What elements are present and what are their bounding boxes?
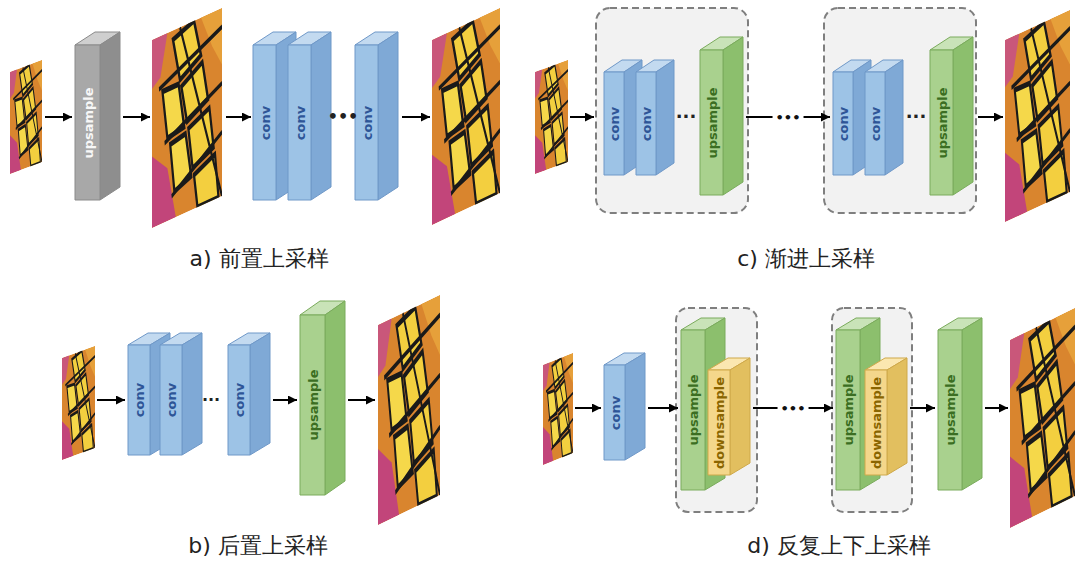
block-label: conv bbox=[133, 383, 146, 417]
ellipsis-mark: ··· bbox=[906, 107, 927, 127]
output-image bbox=[432, 8, 500, 225]
block-label: downsample bbox=[870, 376, 883, 468]
input-image bbox=[62, 346, 95, 460]
conv-block: conv bbox=[865, 60, 903, 175]
arrow-connector bbox=[910, 407, 935, 409]
block-label: conv bbox=[837, 106, 850, 140]
group-frame bbox=[596, 8, 748, 213]
conv-block: conv bbox=[355, 32, 398, 200]
downsample-block: downsample bbox=[708, 358, 750, 475]
group-frame bbox=[832, 308, 912, 512]
block-label: conv bbox=[165, 383, 178, 417]
input-image bbox=[10, 60, 42, 174]
edge-label: ••• bbox=[778, 401, 809, 416]
input-image bbox=[535, 60, 568, 174]
upsample-block: upsample bbox=[930, 37, 973, 195]
block-label: upsample bbox=[842, 374, 855, 445]
output-image bbox=[378, 295, 440, 525]
downsample-block: downsample bbox=[865, 358, 907, 475]
group-frame bbox=[676, 308, 757, 512]
block-label: conv bbox=[258, 105, 271, 139]
arrow-connector bbox=[273, 399, 297, 401]
conv-block: conv bbox=[604, 353, 645, 460]
output-image bbox=[1010, 308, 1075, 528]
ellipsis-mark: ··· bbox=[202, 391, 220, 409]
conv-block: conv bbox=[228, 333, 270, 455]
caption-text: d) 反复上下上采样 bbox=[747, 534, 931, 558]
ellipsis-mark: ··· bbox=[676, 107, 697, 127]
ellipsis-mark: ••• bbox=[328, 108, 359, 126]
arrow-connector bbox=[648, 407, 678, 409]
upsampled-image bbox=[152, 8, 222, 228]
conv-block: conv bbox=[288, 32, 331, 200]
caption-text: c) 渐进上采样 bbox=[737, 247, 875, 271]
block-label: conv bbox=[360, 105, 373, 139]
upsample-block: upsample bbox=[700, 37, 743, 195]
output-image bbox=[1005, 10, 1070, 222]
upsample-block: upsample bbox=[75, 32, 120, 200]
block-label: conv bbox=[293, 105, 306, 139]
block-label: conv bbox=[640, 106, 653, 140]
conv-block: conv bbox=[160, 333, 202, 455]
block-label: upsample bbox=[705, 87, 718, 158]
upsample-block: upsample bbox=[300, 301, 345, 495]
block-label: conv bbox=[233, 383, 246, 417]
block-label: downsample bbox=[713, 376, 726, 468]
block-label: upsample bbox=[944, 374, 957, 445]
block-label: upsample bbox=[935, 87, 948, 158]
edge-label: ••• bbox=[773, 110, 804, 125]
block-label: conv bbox=[608, 395, 621, 429]
block-label: upsample bbox=[687, 374, 700, 445]
block-label: upsample bbox=[306, 369, 319, 440]
conv-block: conv bbox=[636, 60, 674, 175]
block-label: conv bbox=[608, 106, 621, 140]
block-label: conv bbox=[869, 106, 882, 140]
block-label: upsample bbox=[81, 87, 94, 158]
caption-text: a) 前置上采样 bbox=[189, 247, 328, 271]
upsample-block: upsample bbox=[938, 318, 982, 490]
caption-text: b) 后置上采样 bbox=[188, 534, 328, 558]
group-frame bbox=[824, 8, 976, 213]
input-image bbox=[543, 353, 573, 465]
